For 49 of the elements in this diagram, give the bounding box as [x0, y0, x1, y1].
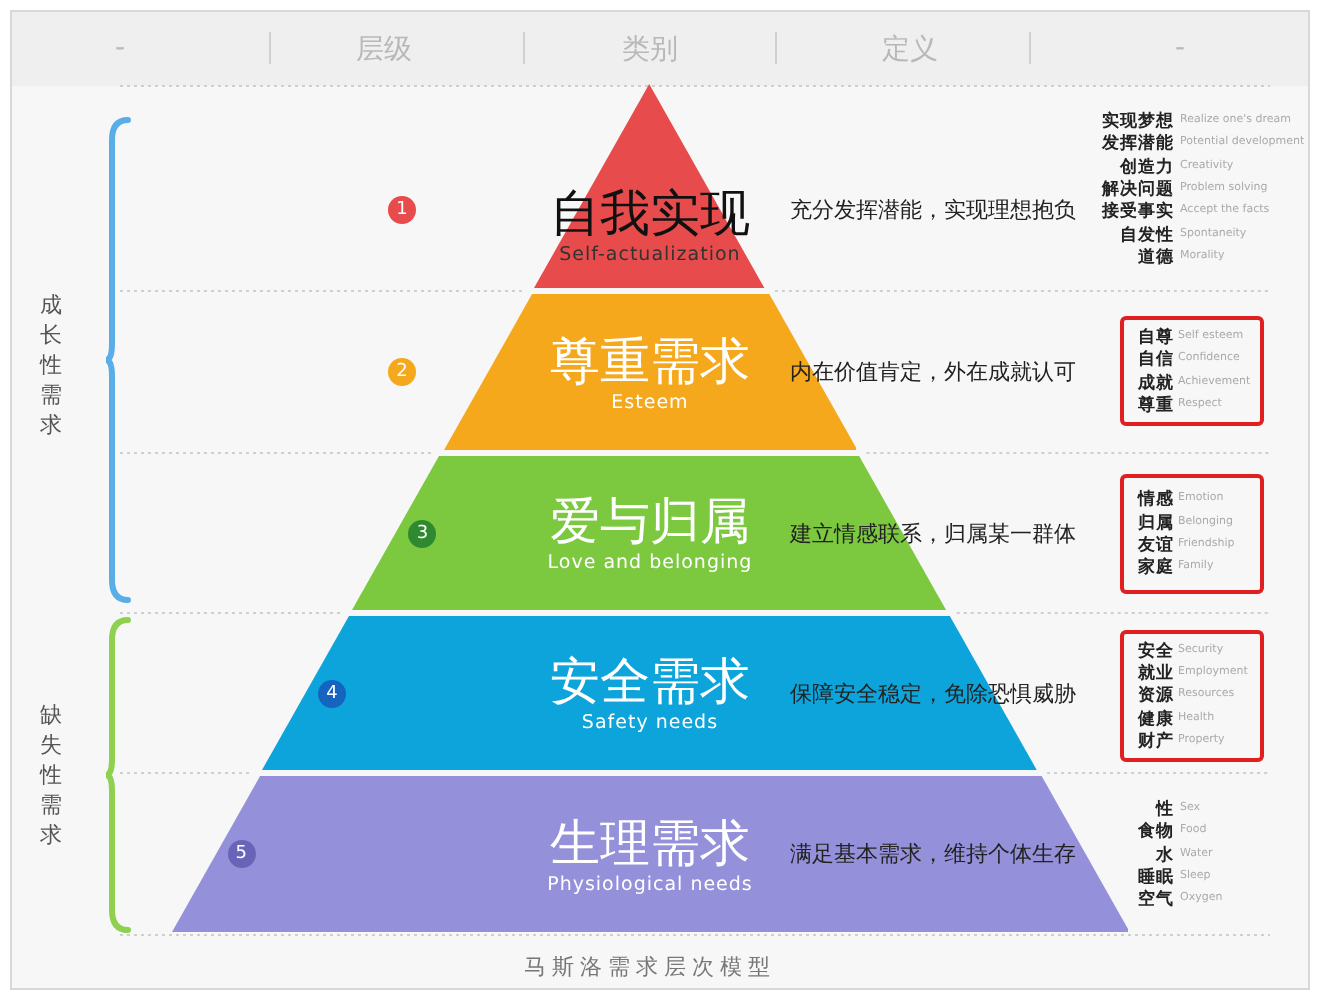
need-term: 成就 [1138, 371, 1174, 395]
tier-title: 爱与归属 [549, 492, 750, 552]
highlight-box [1120, 474, 1264, 594]
highlight-box [1120, 316, 1264, 426]
need-term: 性 [1156, 798, 1174, 822]
tier-description: 充分发挥潜能，实现理想抱负 [790, 195, 1076, 225]
need-term: 情感 [1138, 488, 1174, 513]
need-term: 友谊 [1138, 534, 1174, 557]
tier-title: 尊重需求 [549, 331, 750, 391]
tier-description: 满足基本需求，维持个体生存 [789, 839, 1076, 869]
need-term: 自发性 [1120, 223, 1174, 247]
column-header: - [114, 32, 126, 64]
need-term: 健康 [1138, 707, 1174, 731]
tier-title: 生理需求 [549, 813, 750, 873]
need-term: 财产 [1138, 729, 1174, 754]
tier-subtitle: Love and belonging [547, 552, 753, 574]
tier-title: 安全需求 [549, 652, 750, 712]
need-term: 归属 [1138, 511, 1174, 535]
pyramid-tier [171, 776, 1129, 932]
need-term: 食物 [1138, 820, 1174, 845]
need-term: 尊重 [1138, 393, 1174, 418]
need-term: 资源 [1138, 684, 1174, 709]
category-label: 缺失性需求 [40, 700, 64, 850]
tier-subtitle: Physiological needs [547, 873, 753, 895]
category-label: 成长性需求 [40, 290, 64, 440]
need-term: 安全 [1138, 639, 1174, 663]
need-term: 接受事实 [1102, 200, 1174, 225]
need-term: 睡眠 [1138, 865, 1174, 889]
column-header: - [1174, 32, 1186, 64]
need-term: 实现梦想 [1102, 110, 1174, 133]
tier-subtitle: Self-actualization [559, 243, 741, 265]
highlight-box [1120, 630, 1264, 762]
need-term: 就业 [1138, 662, 1174, 685]
pyramid-tier [352, 456, 947, 610]
tier-subtitle: Safety needs [581, 712, 719, 734]
tier-description: 建立情感联系，归属某一群体 [790, 518, 1076, 548]
tier-subtitle: Esteem [611, 391, 689, 413]
need-term: 创造力 [1120, 155, 1174, 179]
need-term: 水 [1156, 843, 1174, 867]
tier-description: 内在价值肯定，外在成就认可 [790, 357, 1076, 387]
need-term: 空气 [1138, 888, 1174, 913]
need-term: 家庭 [1138, 556, 1174, 581]
pyramid-tier [443, 294, 857, 450]
need-term: 自尊 [1138, 325, 1174, 350]
need-term: 发挥潜能 [1102, 132, 1174, 157]
need-term: 道德 [1138, 245, 1174, 270]
need-term: 自信 [1138, 348, 1174, 373]
need-term: 解决问题 [1102, 177, 1174, 201]
caption: 马斯洛需求层次模型 [524, 952, 776, 982]
